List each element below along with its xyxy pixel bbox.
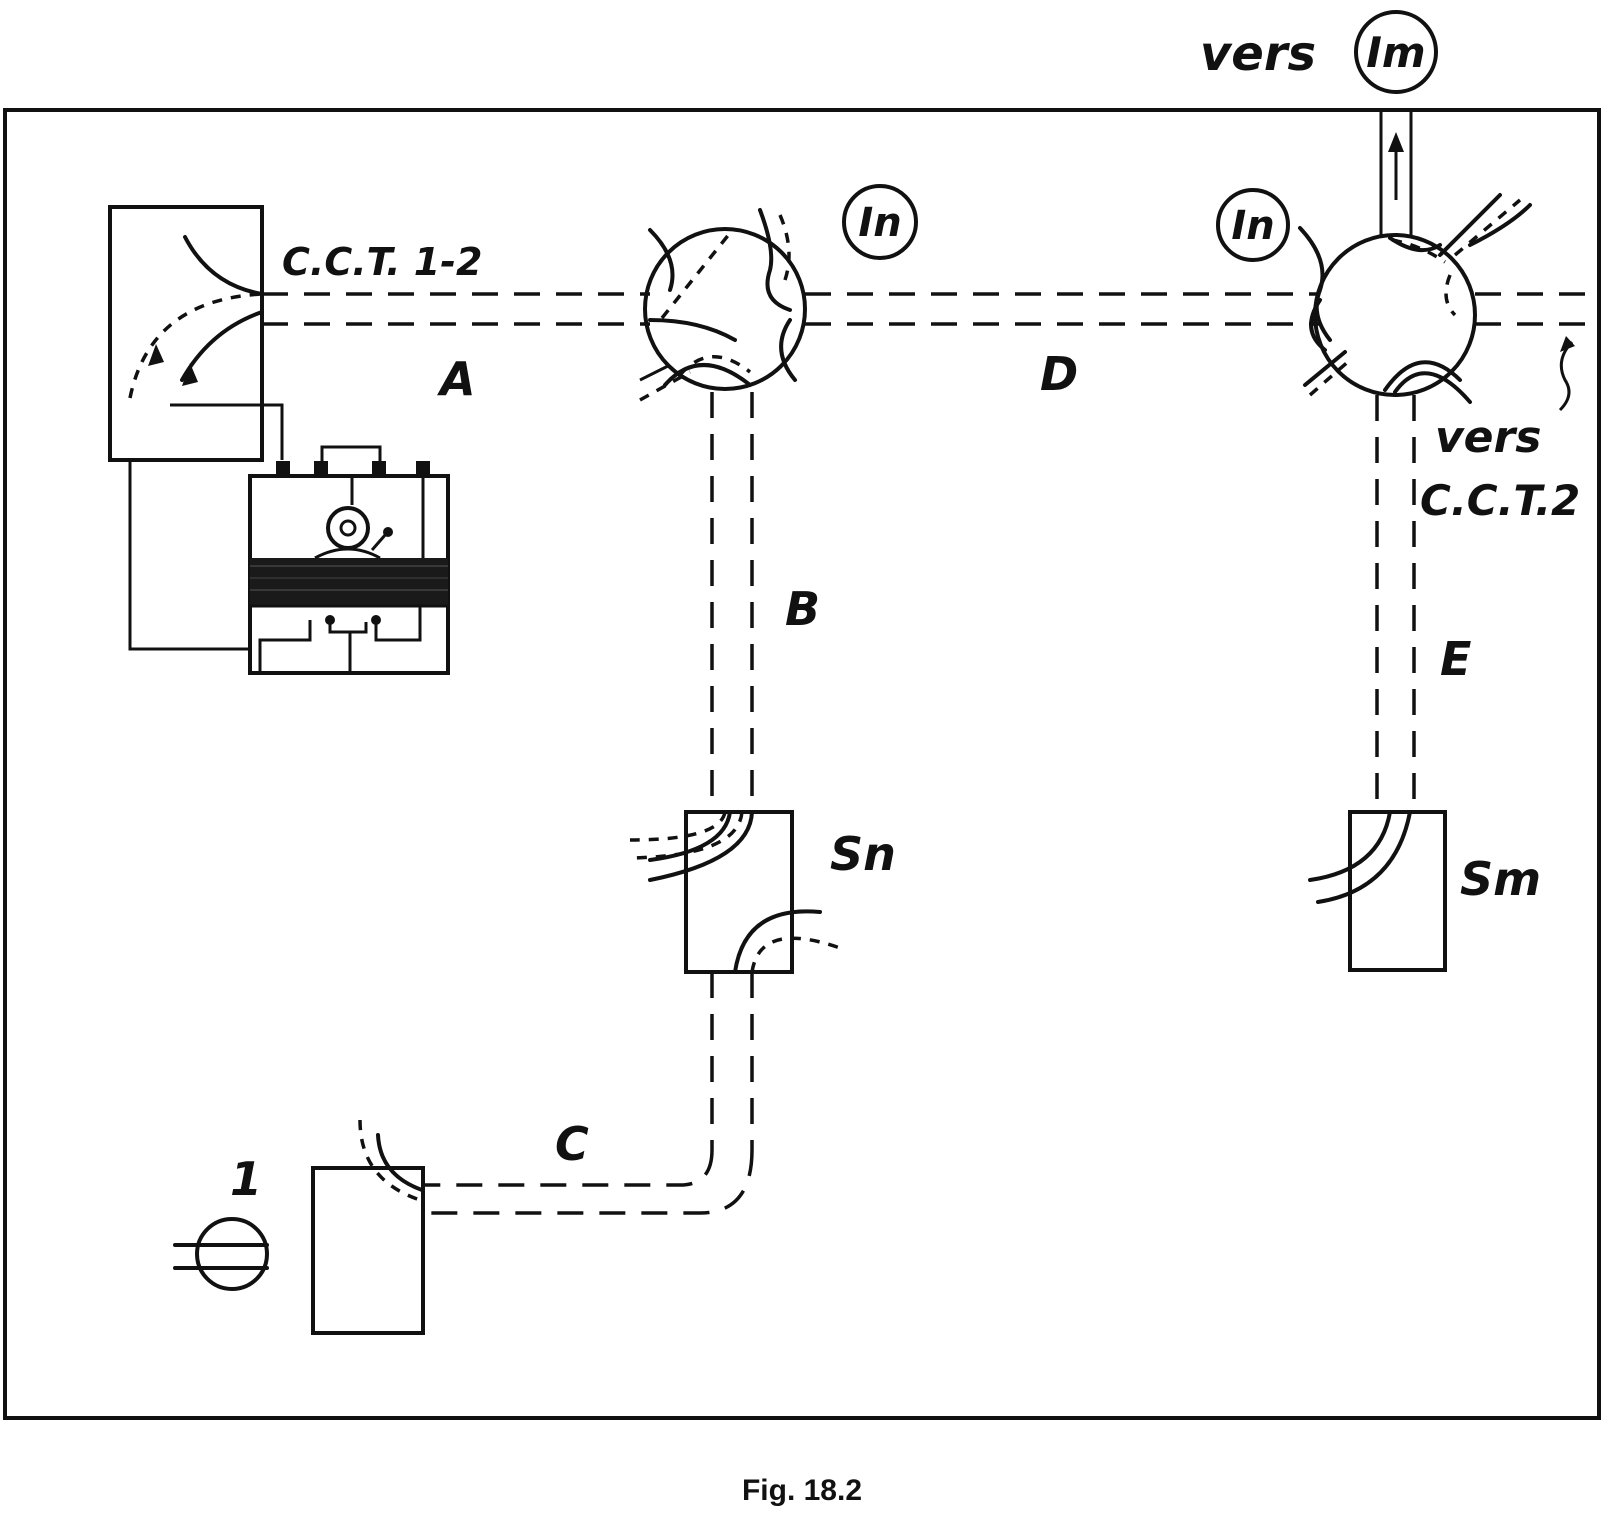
cct2-label: C.C.T.2 bbox=[1420, 476, 1580, 525]
in-left-badge bbox=[842, 184, 918, 260]
bottom-station bbox=[311, 1119, 425, 1335]
signal-one bbox=[173, 1217, 269, 1291]
in-right-badge bbox=[1216, 188, 1290, 262]
pointer-arrow bbox=[1558, 340, 1574, 412]
in-left-label: In bbox=[858, 200, 901, 246]
terminal-icon bbox=[372, 461, 386, 476]
cct12-label: C.C.T. 1-2 bbox=[282, 240, 482, 284]
cct-box bbox=[108, 205, 264, 462]
arrow-icon bbox=[182, 363, 198, 386]
relay-coil-band bbox=[250, 558, 448, 606]
junction-right-circle bbox=[1313, 233, 1477, 397]
vers-top-label: vers bbox=[1200, 26, 1316, 82]
cct-track-curve bbox=[180, 310, 264, 382]
im-label: Im bbox=[1366, 28, 1425, 77]
terminal-icon bbox=[276, 461, 290, 476]
vers-right-label: vers bbox=[1435, 412, 1541, 463]
cct-track-dashed bbox=[128, 292, 263, 399]
bottom-station-box bbox=[311, 1166, 425, 1335]
sn-box bbox=[684, 810, 794, 974]
cct-wire bbox=[170, 403, 284, 460]
siding-sm bbox=[1308, 810, 1447, 972]
sm-box bbox=[1348, 810, 1447, 972]
label-a: A bbox=[437, 352, 476, 406]
signal-icon bbox=[195, 1217, 269, 1291]
relay-unit bbox=[248, 445, 450, 675]
im-badge bbox=[1354, 10, 1438, 94]
track-c-upper bbox=[425, 1149, 714, 1187]
terminal-icon bbox=[314, 461, 328, 476]
arrow-icon bbox=[148, 344, 164, 366]
arrow-icon bbox=[1560, 336, 1575, 352]
in-right-label: In bbox=[1231, 203, 1274, 249]
sm-label: Sm bbox=[1460, 852, 1541, 906]
junction-left bbox=[639, 208, 807, 402]
label-c: C bbox=[555, 1117, 589, 1171]
signal-one-label: 1 bbox=[230, 1152, 262, 1206]
siding-sn bbox=[629, 810, 841, 974]
label-b: B bbox=[785, 582, 820, 636]
label-d: D bbox=[1040, 347, 1078, 401]
label-e: E bbox=[1440, 632, 1471, 686]
sn-label: Sn bbox=[830, 827, 896, 881]
terminal-icon bbox=[416, 461, 430, 476]
junction-left-circle bbox=[643, 227, 807, 391]
outer-frame bbox=[3, 108, 1601, 1420]
motor-icon bbox=[326, 506, 370, 550]
arrow-icon bbox=[1388, 132, 1404, 152]
cct-station bbox=[108, 205, 284, 651]
cct-track-solid bbox=[183, 235, 264, 296]
cct-wire-left bbox=[128, 460, 250, 651]
figure-caption: Fig. 18.2 bbox=[742, 1474, 862, 1507]
relay-top-box bbox=[320, 445, 382, 478]
junction-right bbox=[1298, 193, 1532, 404]
track-c-lower bbox=[425, 1149, 754, 1215]
